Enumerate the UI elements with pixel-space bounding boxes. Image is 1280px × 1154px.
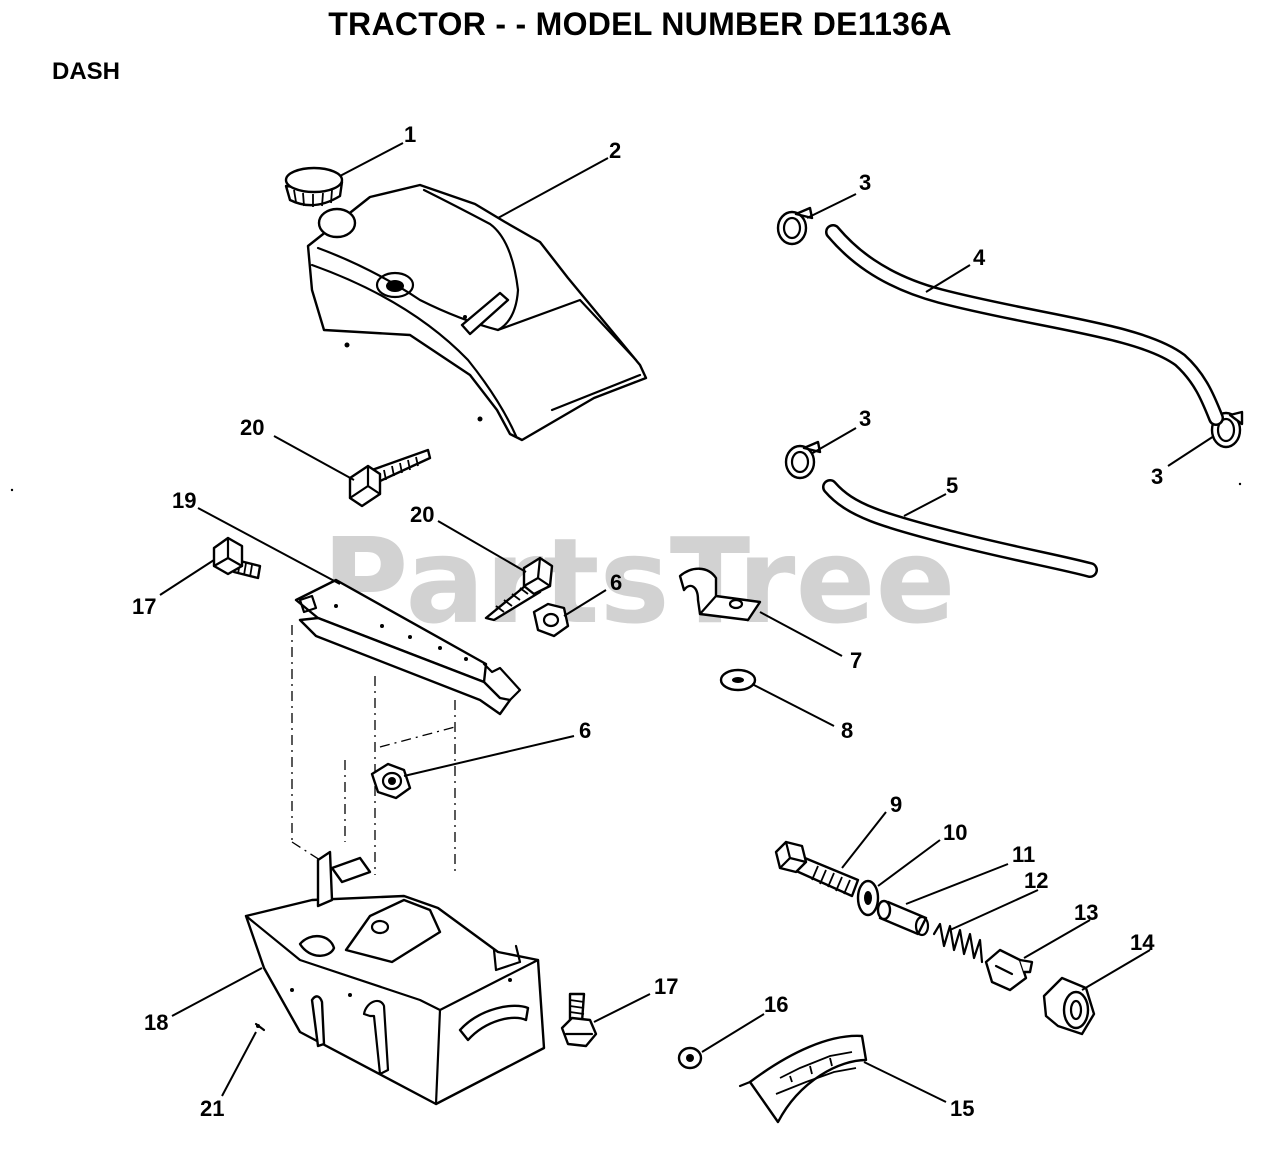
hex-nut-icon	[370, 762, 412, 800]
cable-clip-icon	[678, 567, 762, 622]
hose-clamp-icon	[776, 206, 814, 246]
washer-icon	[856, 879, 880, 917]
scan-speck	[10, 488, 14, 492]
nut-icon	[677, 1046, 703, 1070]
hex-nut-icon	[532, 602, 570, 638]
callout-4: 4	[973, 245, 986, 270]
screw-icon	[212, 536, 262, 580]
bracket-icon	[294, 578, 522, 716]
callout-20: 20	[410, 502, 434, 527]
pin-icon	[254, 1022, 266, 1032]
callout-18: 18	[144, 1010, 168, 1035]
callout-20: 20	[240, 415, 264, 440]
callout-11: 11	[1012, 842, 1035, 867]
callout-labels: 1 2 3 4 3 5 3 20 19 20 6 17 7 8 6 9 10 1…	[132, 122, 1163, 1121]
callout-15: 15	[950, 1096, 974, 1121]
leader-lines	[159, 142, 1215, 1103]
fuel-line-icon	[822, 479, 1098, 578]
page-title: TRACTOR - - MODEL NUMBER DE1136A	[328, 6, 952, 42]
callout-3: 3	[1151, 464, 1163, 489]
watermark: PartsTree	[322, 512, 956, 650]
callout-8: 8	[841, 718, 853, 743]
callout-14: 14	[1130, 930, 1155, 955]
callout-21: 21	[200, 1096, 224, 1121]
screw-icon	[348, 448, 432, 508]
washer-icon	[719, 668, 757, 692]
dash-panel-icon	[244, 850, 546, 1106]
callout-10: 10	[943, 820, 967, 845]
callout-9: 9	[890, 792, 902, 817]
callout-3: 3	[859, 170, 871, 195]
fuel-line-icon	[825, 224, 1224, 426]
scan-speck	[1238, 482, 1242, 486]
screw-icon	[484, 556, 554, 622]
lever-icon	[984, 948, 1034, 992]
callout-17: 17	[132, 594, 156, 619]
callout-1: 1	[404, 122, 416, 147]
screw-icon	[560, 992, 598, 1048]
callout-12: 12	[1024, 868, 1048, 893]
assembly-guide-lines	[291, 625, 456, 875]
fuel-tank-icon	[306, 183, 648, 442]
spring-icon	[932, 922, 984, 964]
decal-icon	[738, 1034, 868, 1124]
callout-3: 3	[859, 406, 871, 431]
callout-13: 13	[1074, 900, 1098, 925]
fuel-cap-icon	[284, 166, 344, 207]
callout-17: 17	[654, 974, 678, 999]
bushing-icon	[1042, 976, 1096, 1036]
callout-5: 5	[946, 473, 958, 498]
hose-clamp-icon	[784, 440, 822, 480]
bolt-icon	[774, 840, 860, 898]
callout-7: 7	[850, 648, 862, 673]
callout-6: 6	[610, 570, 622, 595]
section-label: DASH	[52, 58, 121, 85]
callout-2: 2	[609, 138, 621, 163]
callout-6: 6	[579, 718, 591, 743]
spacer-icon	[876, 899, 930, 937]
callout-19: 19	[172, 488, 196, 513]
callout-16: 16	[764, 992, 788, 1017]
